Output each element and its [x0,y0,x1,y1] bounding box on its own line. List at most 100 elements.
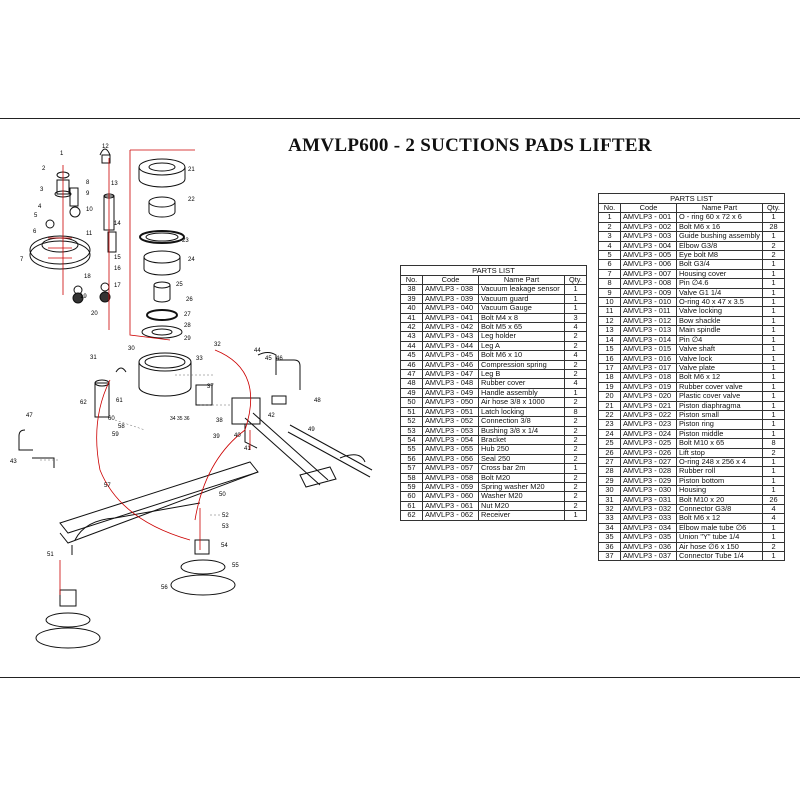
callout-47: 47 [26,413,33,419]
table-cell: AMVLP3 - 050 [422,397,479,408]
table-cell: 14 [598,334,621,346]
table-cell: AMVLP3 - 034 [620,522,677,534]
table-cell: 45 [400,350,423,361]
table-cell: Handle assembly [478,387,565,399]
table-cell: Bolt M20 [478,472,565,483]
table-cell: 2 [564,434,587,446]
table-cell: 58 [400,472,423,483]
table-cell: AMVLP3 - 060 [422,491,479,502]
table-cell: Union "Y" tube 1/4 [676,532,763,543]
table-cell: Latch locking [478,406,565,418]
table-cell: AMVLP3 - 061 [422,500,479,512]
table-cell: 1 [564,387,587,399]
table-cell: Rubber roll [676,466,763,477]
callout-34: 34 [170,416,176,422]
table-cell: AMVLP3 - 024 [620,428,677,440]
table-cell: Nut M20 [478,500,565,512]
table-cell: 1 [762,287,785,299]
table-cell: AMVLP3 - 047 [422,369,479,380]
table-cell: 1 [762,334,785,346]
table-cell: 2 [762,541,785,553]
column-header: Name Part [478,274,565,286]
table-cell: 34 [598,522,621,534]
table-cell: Elbow G3/8 [676,240,763,252]
table-cell: 25 [598,438,621,449]
table-cell: AMVLP3 - 051 [422,406,479,418]
table-cell: AMVLP3 - 027 [620,456,677,468]
table-cell: 1 [762,297,785,308]
table-cell: Bolt M6 x 10 [478,350,565,361]
table-cell: 20 [598,391,621,402]
table-cell: 49 [400,387,423,399]
table-cell: 31 [598,494,621,506]
table-cell: 21 [598,400,621,411]
table-cell: Compression spring [478,359,565,371]
table-cell: Valve G1 1/4 [676,287,763,299]
table-cell: 9 [598,287,621,299]
table-cell: 52 [400,416,423,427]
table-cell: Bolt M6 x 16 [676,221,763,233]
callout-54: 54 [221,543,228,549]
table-cell: 1 [762,466,785,477]
callout-45: 45 [265,356,272,362]
callout-53: 53 [222,524,229,530]
table-cell: 4 [564,322,587,333]
table-cell: 1 [762,381,785,393]
callout-48: 48 [314,398,321,404]
callout-29: 29 [184,336,191,342]
table-cell: 1 [564,293,587,305]
suction-pad-drawing [35,539,236,649]
table-cell: Cross bar 2m [478,463,565,474]
table-cell: 37 [598,551,621,562]
callout-5: 5 [34,213,38,219]
table-cell: 1 [564,510,587,521]
table-cell: Connection 3/8 [478,416,565,427]
callout-17: 17 [114,283,121,289]
table-cell: 36 [598,541,621,553]
callout-2: 2 [42,166,46,172]
callout-33: 33 [196,356,203,362]
table-cell: 32 [598,503,621,515]
table-cell: 53 [400,425,423,436]
table-cell: 29 [598,475,621,487]
table-cell: AMVLP3 - 002 [620,221,677,233]
table-cell: AMVLP3 - 033 [620,513,677,524]
column-header: Qty. [762,202,785,214]
table-cell: 2 [564,425,587,436]
table-cell: 4 [762,513,785,524]
table-cell: AMVLP3 - 028 [620,466,677,477]
table-cell: Air hose 3/8 x 1000 [478,397,565,408]
callout-24: 24 [188,257,195,263]
table-cell: AMVLP3 - 008 [620,278,677,289]
table-cell: Bolt G3/4 [676,259,763,270]
callout-19: 19 [80,294,87,300]
table-cell: AMVLP3 - 021 [620,400,677,411]
table-cell: 62 [400,510,423,521]
table-caption: PARTS LIST [400,265,587,275]
callout-56: 56 [161,585,168,591]
table-cell: 15 [598,344,621,355]
table-cell: Main spindle [676,325,763,336]
